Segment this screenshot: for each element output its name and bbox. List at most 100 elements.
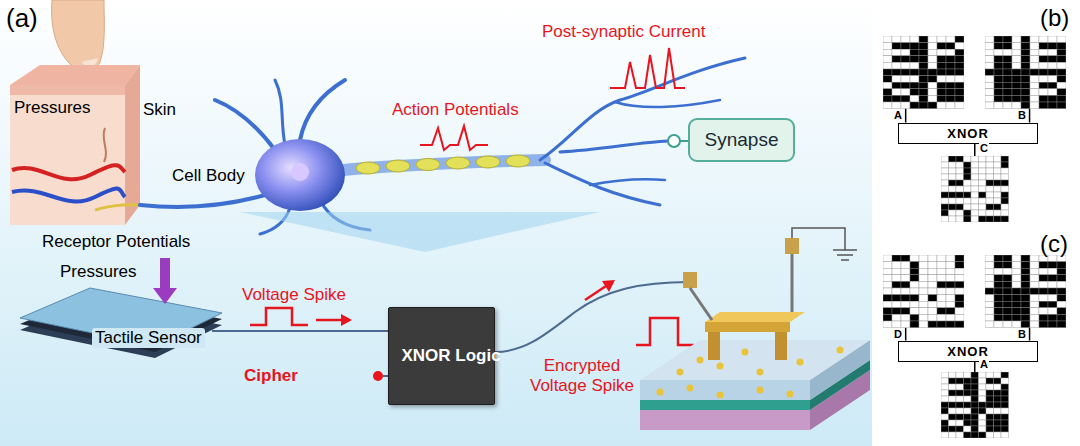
pixel-cell: [964, 432, 972, 438]
pixel-cell: [919, 262, 928, 269]
transistor-device-part: [757, 369, 764, 376]
pixel-cell: [941, 396, 949, 402]
pixel-cell: [949, 372, 957, 378]
pixel-cell: [919, 275, 928, 282]
pixel-cell: [994, 408, 1002, 414]
pixel-cell: [964, 174, 972, 180]
skin-illustration-part: [10, 85, 125, 95]
pixel-cell: [985, 295, 994, 302]
pixel-cell: [979, 426, 987, 432]
pixel-cell: [928, 36, 937, 43]
pixel-cell: [1048, 275, 1057, 282]
tactile-sensor-illustration-part: [153, 288, 177, 304]
pixel-cell: [1039, 89, 1048, 96]
pixel-cell: [949, 426, 957, 432]
pixel-cell: [901, 321, 910, 328]
pixel-cell: [994, 402, 1002, 408]
pixel-cell: [971, 408, 979, 414]
pixel-cell: [901, 62, 910, 69]
pixel-cell: [1030, 281, 1039, 288]
signal-label: Cipher: [244, 366, 298, 386]
pixel-cell: [910, 62, 919, 69]
signal-wire-part: [585, 286, 606, 300]
pixel-cell: [956, 204, 964, 210]
pixel-cell: [1057, 62, 1066, 69]
pixel-cell: [941, 372, 949, 378]
pixel-cell: [1039, 268, 1048, 275]
pixel-cell: [956, 162, 964, 168]
pixel-cell: [883, 268, 892, 275]
pixel-cell: [883, 262, 892, 269]
pixel-cell: [955, 288, 964, 295]
pixel-cell: [1039, 95, 1048, 102]
pixel-cell: [955, 82, 964, 89]
pixel-cell: [892, 95, 901, 102]
pixel-cell: [986, 168, 994, 174]
pixel-cell: [928, 102, 937, 109]
pixel-cell: [919, 62, 928, 69]
pixel-cell: [928, 62, 937, 69]
pixel-cell: [994, 372, 1002, 378]
pixel-cell: [1030, 49, 1039, 56]
pixel-cell: [946, 49, 955, 56]
pixel-cell: [1048, 56, 1057, 63]
pixel-cell: [901, 76, 910, 83]
pixel-cell: [1048, 49, 1057, 56]
pixel-cell: [910, 281, 919, 288]
pixel-cell: [928, 275, 937, 282]
pixel-cell: [1012, 49, 1021, 56]
transistor-device-part: [797, 359, 804, 366]
pixel-cell: [928, 314, 937, 321]
pixel-cell: [1021, 56, 1030, 63]
pixel-cell: [956, 432, 964, 438]
part-label: Skin: [143, 100, 176, 120]
pixel-cell: [1001, 216, 1009, 222]
pixel-cell: [979, 378, 987, 384]
pixel-cell: [979, 432, 987, 438]
pixel-cell: [928, 49, 937, 56]
pixel-cell: [919, 295, 928, 302]
xnor-gate: XNOR: [898, 123, 1038, 144]
pixel-cell: [979, 162, 987, 168]
pixel-cell: [979, 384, 987, 390]
pixel-cell: [1012, 275, 1021, 282]
pixel-cell: [994, 76, 1003, 83]
pixel-cell: [937, 255, 946, 262]
pixel-cell: [941, 210, 949, 216]
pixel-cell: [1012, 321, 1021, 328]
pixel-cell: [892, 43, 901, 50]
pixel-cell: [949, 414, 957, 420]
pixel-cell: [994, 432, 1002, 438]
pixel-cell: [910, 295, 919, 302]
pixel-cell: [1003, 95, 1012, 102]
pixel-cell: [955, 89, 964, 96]
pixel-cell: [1021, 82, 1030, 89]
transistor-device-part: [785, 238, 799, 254]
neuron-illustration-part: [140, 195, 265, 207]
signal-wire-part: [602, 280, 615, 292]
pixel-cell: [1030, 95, 1039, 102]
neuron-illustration-part: [506, 155, 530, 167]
pixel-cell: [928, 288, 937, 295]
pixel-cell: [1048, 82, 1057, 89]
pixel-cell: [1012, 308, 1021, 315]
pixel-cell: [1012, 82, 1021, 89]
pixel-cell: [986, 378, 994, 384]
pixel-cell: [937, 275, 946, 282]
skin-illustration-part: [125, 65, 140, 225]
pixel-cell: [892, 321, 901, 328]
transistor-device-part: [640, 380, 810, 400]
grid-letter: B: [1017, 329, 1027, 340]
pixel-cell: [1057, 295, 1066, 302]
pixel-cell: [928, 301, 937, 308]
pixel-cell: [1048, 268, 1057, 275]
pixel-cell: [1057, 321, 1066, 328]
transistor-device-part: [717, 392, 724, 399]
pixel-cell: [901, 95, 910, 102]
pixel-cell: [946, 275, 955, 282]
pixel-cell: [955, 314, 964, 321]
pixel-cell: [928, 321, 937, 328]
pixel-cell: [979, 168, 987, 174]
pixel-cell: [1003, 36, 1012, 43]
transistor-device-part: [742, 349, 749, 356]
